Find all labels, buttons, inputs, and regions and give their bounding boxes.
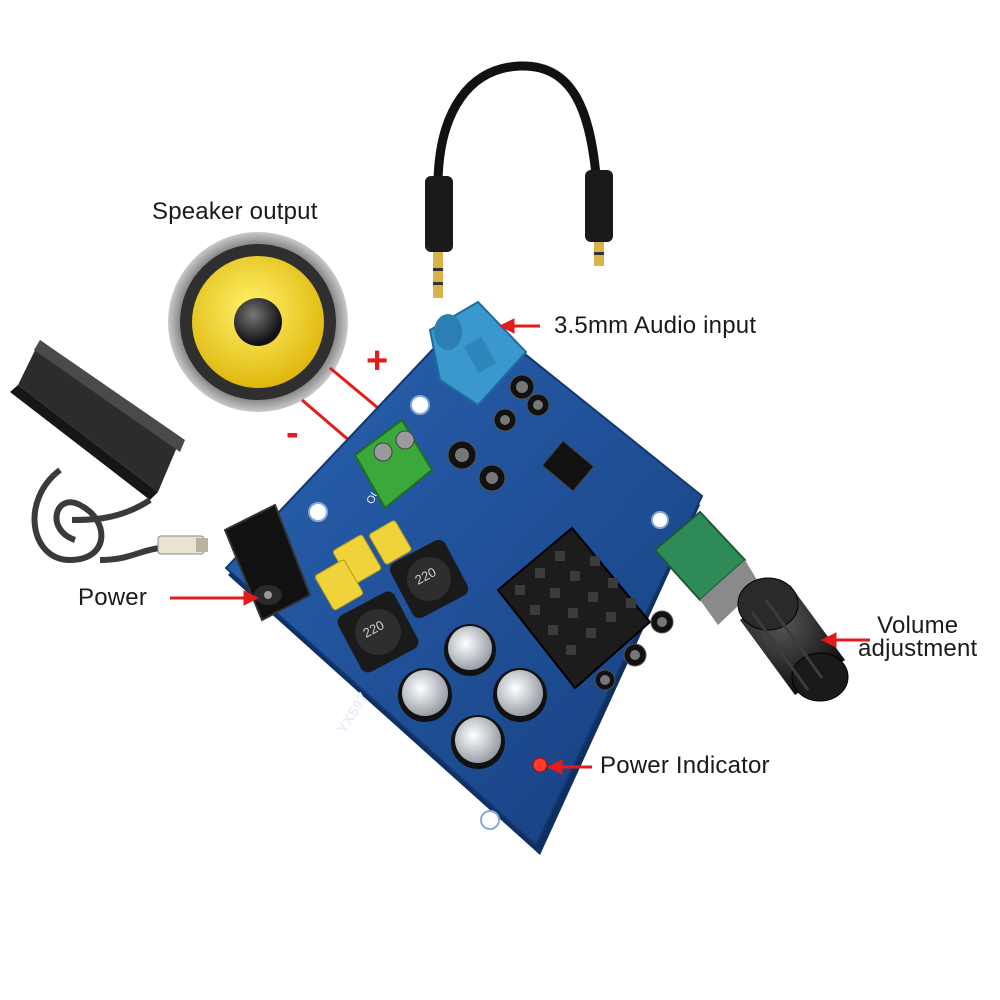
volume-arrow <box>820 632 870 648</box>
audio-input-arrow <box>498 318 540 334</box>
annotation-arrows <box>170 318 870 775</box>
volume-knob-icon[interactable] <box>737 577 849 702</box>
heatsink <box>496 526 652 690</box>
plus-sign: + <box>366 340 389 382</box>
power-indicator-arrow <box>546 759 592 775</box>
volume-label-line2: adjustment <box>858 635 978 662</box>
volume-label-line1: Volume <box>877 612 959 639</box>
power-adapter-icon <box>10 340 208 564</box>
inductor-1: 220 <box>389 539 469 619</box>
speaker-output-label: Speaker output <box>152 198 318 225</box>
audio-cable-icon <box>425 61 613 298</box>
speaker-icon <box>168 232 348 412</box>
volume-adjustment-label: Volume adjustment <box>858 612 978 662</box>
power-led <box>532 757 548 773</box>
pcb-board: YX597 OUT- 220 <box>223 300 760 855</box>
speaker-terminal <box>353 418 434 510</box>
dc-jack <box>223 503 312 622</box>
audio-jack <box>428 300 528 407</box>
potentiometer <box>653 510 760 625</box>
large-capacitors <box>398 624 547 769</box>
model-text: YX597 <box>334 690 372 737</box>
small-capacitors <box>447 374 674 691</box>
power-indicator-label: Power Indicator <box>600 752 770 779</box>
minus-sign: - <box>286 412 299 454</box>
inductor-2: 220 <box>337 591 419 673</box>
ic-chip <box>541 440 595 492</box>
power-label: Power <box>78 584 148 611</box>
power-arrow <box>170 590 260 606</box>
audio-input-label: 3.5mm Audio input <box>554 312 757 339</box>
